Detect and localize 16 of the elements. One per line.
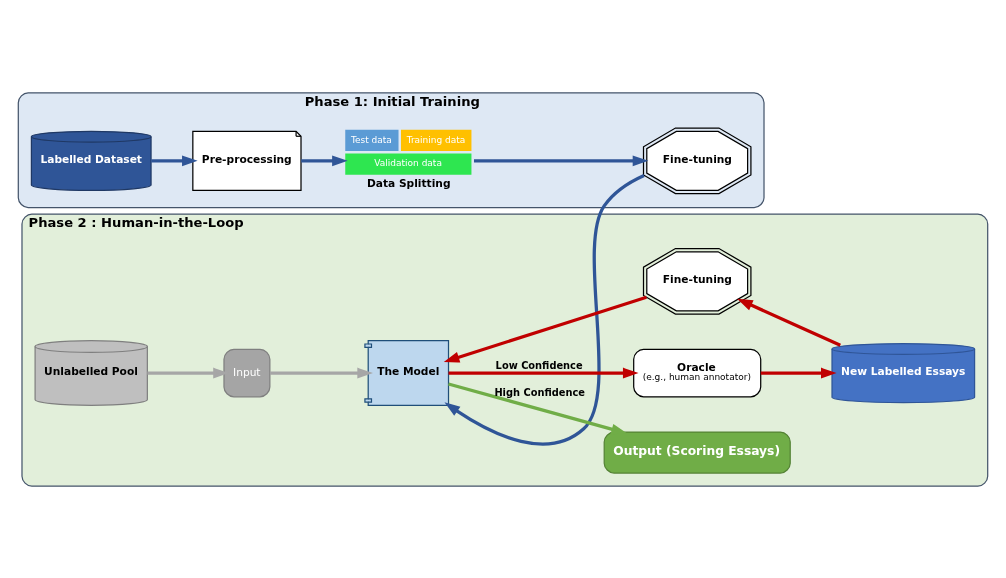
arrow — [448, 381, 627, 434]
arrow — [269, 367, 373, 379]
arrow — [151, 154, 198, 166]
node-box: Input — [223, 348, 271, 397]
arrow — [448, 367, 639, 379]
arrow — [444, 173, 645, 446]
arrow — [443, 295, 647, 362]
arrow — [737, 298, 841, 347]
arrow — [301, 154, 348, 166]
node-label: Data Splitting — [366, 176, 451, 190]
arrow — [474, 154, 649, 166]
edge-label: High Confidence — [494, 386, 585, 398]
arrow — [760, 367, 837, 379]
node-box: Output (Scoring Essays) — [603, 430, 791, 474]
edge-label: Low Confidence — [495, 359, 583, 371]
node-box: Oracle (e.g., human annotator) — [633, 348, 762, 397]
